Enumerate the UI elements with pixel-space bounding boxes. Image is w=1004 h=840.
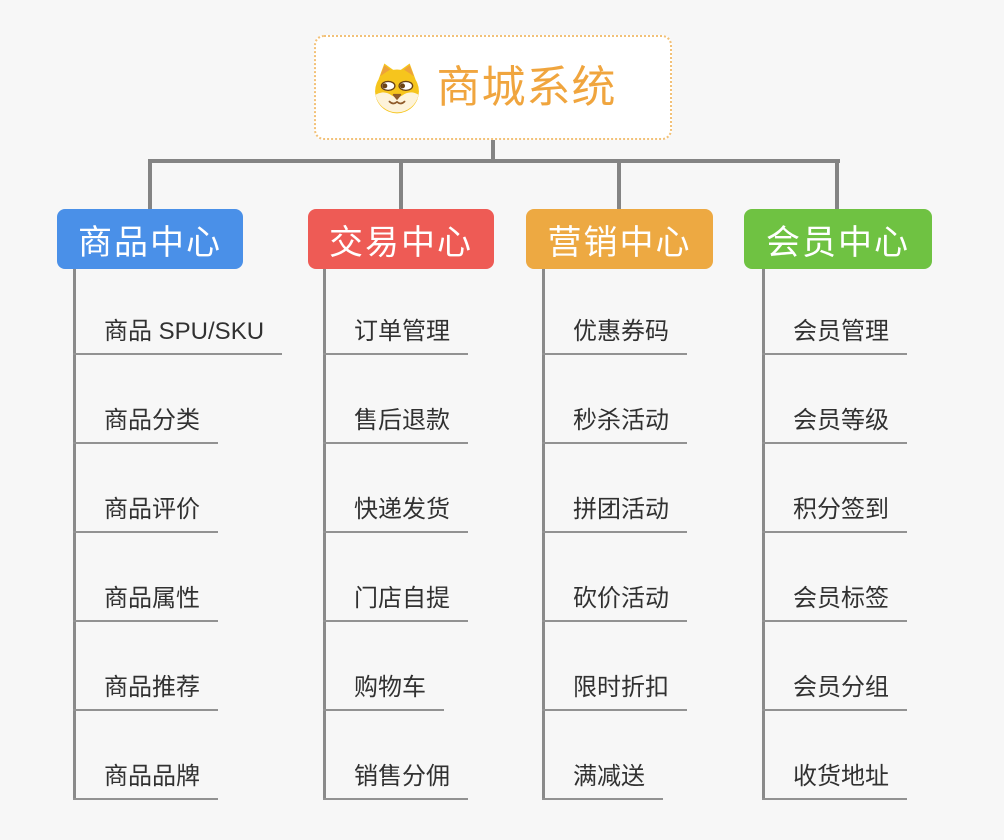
leaf-node[interactable]: 商品品牌 — [73, 762, 218, 800]
connector-spine — [762, 269, 765, 800]
leaf-node[interactable]: 快递发货 — [323, 495, 468, 533]
dog-face-icon — [370, 61, 424, 115]
leaf-node[interactable]: 砍价活动 — [542, 584, 687, 622]
connector-drop-3 — [617, 159, 621, 210]
leaf-node[interactable]: 商品 SPU/SKU — [73, 317, 283, 355]
leaf-node[interactable]: 商品属性 — [73, 584, 218, 622]
leaf-node[interactable]: 购物车 — [323, 673, 444, 711]
branch-children-member-center: 会员管理 会员等级 积分签到 会员标签 会员分组 收货地址 — [762, 266, 997, 800]
branch-children-marketing-center: 优惠券码 秒杀活动 拼团活动 砍价活动 限时折扣 满减送 — [542, 266, 777, 800]
leaf-node[interactable]: 满减送 — [542, 762, 663, 800]
leaf-node[interactable]: 会员管理 — [762, 317, 907, 355]
leaf-node[interactable]: 会员等级 — [762, 406, 907, 444]
leaf-node[interactable]: 秒杀活动 — [542, 406, 687, 444]
leaf-node[interactable]: 售后退款 — [323, 406, 468, 444]
branch-node-marketing-center[interactable]: 营销中心 — [526, 209, 713, 269]
connector-bus — [148, 159, 840, 163]
branch-node-product-center[interactable]: 商品中心 — [57, 209, 243, 269]
leaf-node[interactable]: 商品推荐 — [73, 673, 218, 711]
leaf-node[interactable]: 销售分佣 — [323, 762, 468, 800]
branch-node-trade-center[interactable]: 交易中心 — [308, 209, 494, 269]
leaf-node[interactable]: 拼团活动 — [542, 495, 687, 533]
root-title: 商城系统 — [436, 62, 617, 112]
leaf-node[interactable]: 会员分组 — [762, 673, 907, 711]
leaf-node[interactable]: 收货地址 — [762, 762, 907, 800]
leaf-node[interactable]: 商品评价 — [73, 495, 218, 533]
leaf-node[interactable]: 门店自提 — [323, 584, 468, 622]
connector-drop-2 — [399, 159, 403, 210]
leaf-node[interactable]: 优惠券码 — [542, 317, 687, 355]
leaf-node[interactable]: 限时折扣 — [542, 673, 687, 711]
connector-drop-1 — [148, 159, 152, 210]
branch-node-member-center[interactable]: 会员中心 — [744, 209, 932, 269]
leaf-node[interactable]: 会员标签 — [762, 584, 907, 622]
connector-drop-4 — [835, 159, 839, 210]
leaf-node[interactable]: 商品分类 — [73, 406, 218, 444]
connector-spine — [73, 269, 76, 800]
root-node[interactable]: 商城系统 — [314, 35, 672, 140]
leaf-node[interactable]: 积分签到 — [762, 495, 907, 533]
connector-root-stem — [491, 140, 495, 163]
leaf-node[interactable]: 订单管理 — [323, 317, 468, 355]
branch-children-product-center: 商品 SPU/SKU 商品分类 商品评价 商品属性 商品推荐 商品品牌 — [73, 266, 308, 800]
connector-spine — [323, 269, 326, 800]
connector-spine — [542, 269, 545, 800]
branch-children-trade-center: 订单管理 售后退款 快递发货 门店自提 购物车 销售分佣 — [323, 266, 558, 800]
